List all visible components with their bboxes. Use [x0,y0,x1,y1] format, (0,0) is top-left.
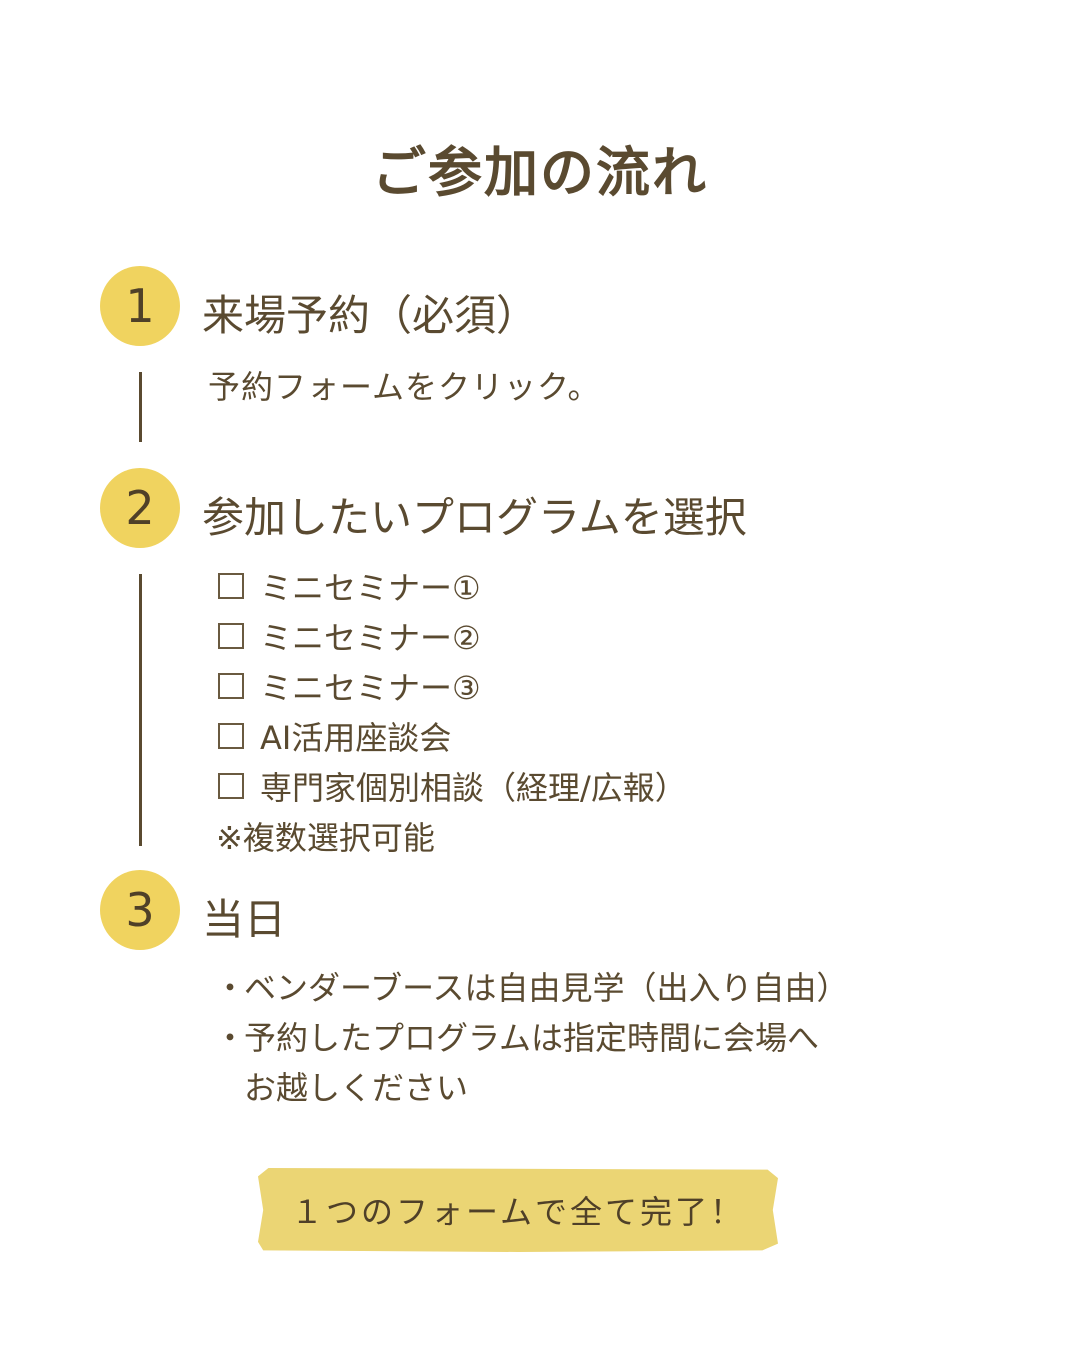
bullet-text: 予約したプログラムは指定時間に会場へ [244,1019,820,1057]
option-label: ミニセミナー② [260,619,481,657]
option-label: ミニセミナー① [260,569,481,607]
option-label: 専門家個別相談（経理/広報） [260,769,687,807]
completion-banner: １つのフォームで全て完了！ [258,1168,778,1252]
day-of-bullet-1: ・ベンダーブースは自由見学（出入り自由） [214,963,848,1013]
banner-text: １つのフォームで全て完了！ [290,1193,746,1231]
step-3-number-badge: 3 [100,870,180,950]
program-option-seminar-2[interactable]: ミニセミナー② [218,613,481,659]
page-title: ご参加の流れ [372,141,708,204]
checkbox-icon[interactable] [218,773,244,799]
program-option-expert-consultation[interactable]: 専門家個別相談（経理/広報） [218,763,687,809]
option-label: ミニセミナー③ [260,669,481,707]
program-option-seminar-3[interactable]: ミニセミナー③ [218,663,481,709]
bullet-text: ベンダーブースは自由見学（出入り自由） [244,969,849,1007]
step-1-title: 来場予約（必須） [202,291,539,340]
checkbox-icon[interactable] [218,623,244,649]
checkbox-icon[interactable] [218,723,244,749]
step-2-connector-line [139,574,142,846]
step-1-number-badge: 1 [100,266,180,346]
step-2-number-badge: 2 [100,468,180,548]
step-2-title: 参加したいプログラムを選択 [202,493,747,542]
day-of-bullet-2: ・予約したプログラムは指定時間に会場へ お越しください [214,1013,819,1113]
program-option-seminar-1[interactable]: ミニセミナー① [218,563,481,609]
bullet-marker: ・ [214,969,247,1007]
multi-select-note: ※複数選択可能 [216,819,435,857]
step-1-description: 予約フォームをクリック。 [208,368,601,406]
step-1-connector-line [139,372,142,442]
program-option-ai-roundtable[interactable]: AI活用座談会 [218,713,451,759]
bullet-marker: ・ [214,1019,247,1057]
checkbox-icon[interactable] [218,673,244,699]
bullet-text-continued: お越しください [244,1069,469,1107]
option-label: AI活用座談会 [260,719,452,757]
step-3-title: 当日 [202,895,287,944]
checkbox-icon[interactable] [218,573,244,599]
